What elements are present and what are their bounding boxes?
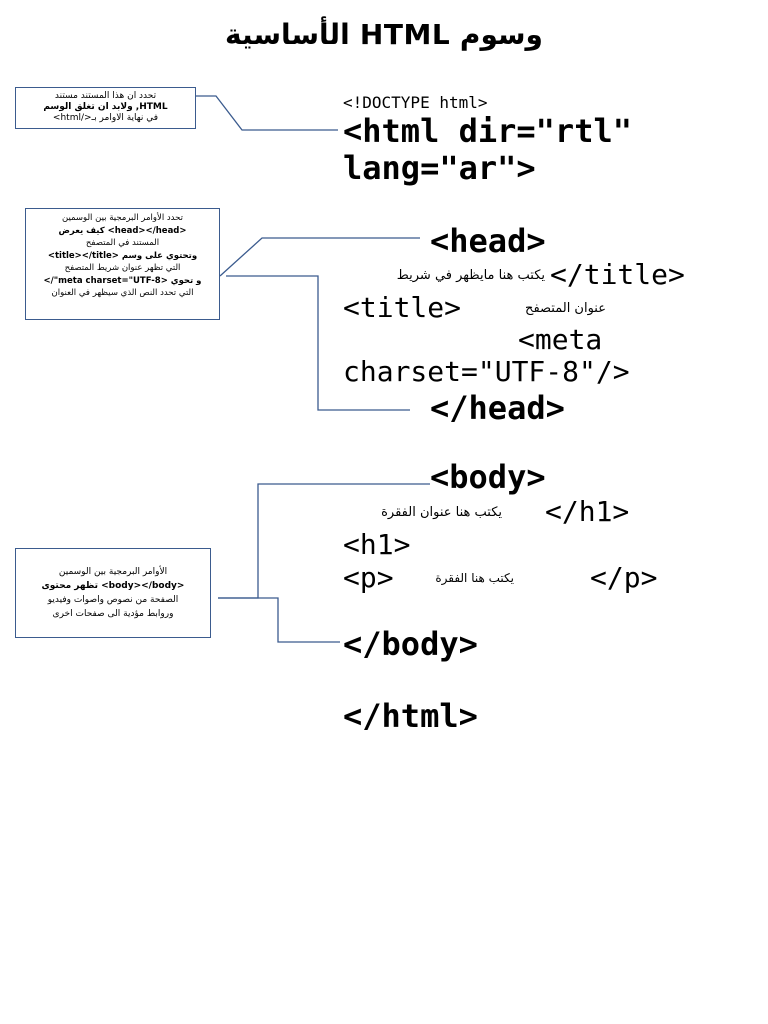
h1-close-tag: </h1> <box>545 495 630 528</box>
head-open-tag: <head> <box>430 222 546 260</box>
head-note-line: تحدد الأوامر البرمجية بين الوسمين <box>61 213 183 223</box>
p-close-tag: </p> <box>590 561 658 594</box>
head-connector-bottom <box>226 275 410 411</box>
html-open-line-2: lang="ar"> <box>343 149 536 187</box>
h1-text: يكتب هنا عنوان الفقرة <box>381 505 502 520</box>
doctype-line: <!DOCTYPE html> <box>343 93 488 112</box>
p-text: يكتب هنا الفقرة <box>435 571 514 585</box>
title-text-1: يكتب هنا مايظهر في شريط <box>396 268 545 283</box>
head-close-tag: </head> <box>430 389 565 427</box>
html-close-tag: </html> <box>343 697 478 735</box>
body-open-tag: <body> <box>430 458 546 496</box>
p-open-tag: <p> <box>343 561 394 594</box>
meta-tag-line-1: <meta <box>518 323 603 356</box>
title-text-2: عنوان المتصفح <box>525 301 606 316</box>
html-note-line: تحدد ان هذا المستند مستند <box>54 91 157 101</box>
body-connector-bottom <box>218 597 340 643</box>
html-note-line: HTML, ولابد ان تغلق الوسم <box>43 102 168 112</box>
body-note-line: <body></body> تظهر محتوى <box>41 581 185 591</box>
body-note-box: الأوامر البرمجية بين الوسمين <body></bod… <box>15 548 211 638</box>
body-note-line: الصفحة من نصوص واصوات وفيديو <box>47 595 179 605</box>
head-note-line: التي تحدد النص الذي سيظهر في العنوان <box>51 288 194 298</box>
page-title: وسوم HTML الأساسية <box>225 18 543 51</box>
title-close-tag: </title> <box>550 258 685 291</box>
head-connector-top <box>219 237 420 277</box>
html-connector <box>196 95 338 131</box>
head-note-line: التي تظهر عنوان شريط المتصفح <box>64 263 181 273</box>
head-note-line: المستند في المتصفح <box>85 238 160 248</box>
html-note-box: تحدد ان هذا المستند مستند HTML, ولابد ان… <box>15 87 196 129</box>
head-note-line: و تحوي <meta charset="UTF-8"/> <box>43 275 202 286</box>
html-open-line-1: <html dir="rtl" <box>343 112 632 150</box>
head-note-box: تحدد الأوامر البرمجية بين الوسمين <head>… <box>25 208 220 320</box>
body-note-line: الأوامر البرمجية بين الوسمين <box>58 567 168 577</box>
body-note-line: وروابط مؤدية الى صفحات اخرى <box>52 609 174 619</box>
h1-open-tag: <h1> <box>343 528 411 561</box>
head-note-line: وتحتوي على وسم <title></title> <box>47 250 198 261</box>
body-close-tag: </body> <box>343 625 478 663</box>
meta-tag-line-2: charset="UTF-8"/> <box>343 355 630 388</box>
title-open-tag: <title> <box>343 291 462 324</box>
html-note-line: في نهاية الاوامر بـ</html> <box>52 113 159 123</box>
head-note-line: <head></head> كيف يعرض <box>58 225 187 236</box>
